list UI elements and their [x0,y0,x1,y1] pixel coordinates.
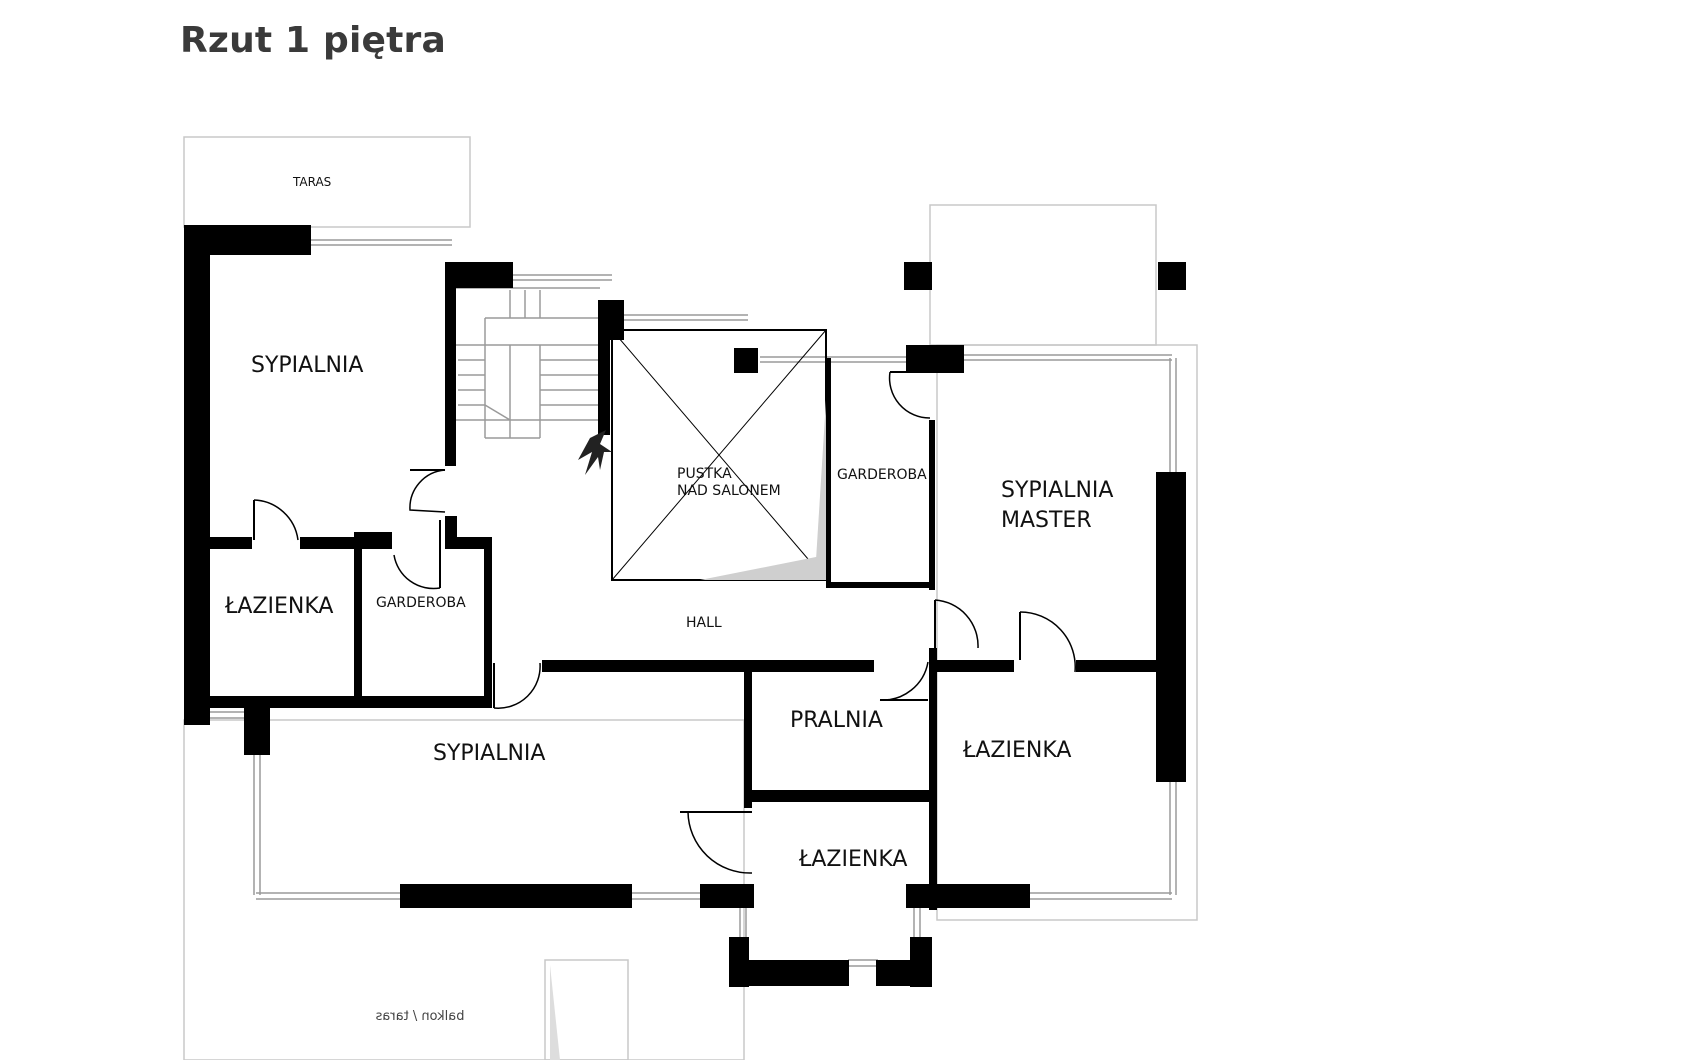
outer-outlines [183,136,1198,1060]
windows [204,239,1177,967]
light-fixture-icon [578,430,612,475]
lazienka-right-label: ŁAZIENKA [962,738,1071,763]
doors [253,371,1076,874]
taras-label: TARAS [292,175,331,189]
sypialnia-master-label-line1: SYPIALNIA [1001,478,1113,503]
sypialnia-top-left-label: SYPIALNIA [251,353,363,378]
pustka-label-line2: NAD SALONEM [677,483,781,499]
balkon-label: balkon / taras [375,1009,464,1024]
void-over-living-room [611,329,827,581]
lazienka-left-label: ŁAZIENKA [224,594,333,619]
hall-label: HALL [686,615,722,631]
pralnia-label: PRALNIA [790,708,883,733]
staircase [455,287,600,439]
garderoba-center-label: GARDEROBA [837,467,927,483]
lazienka-bottom-label: ŁAZIENKA [798,847,907,872]
sypialnia-bottom-label: SYPIALNIA [433,741,545,766]
pustka-label-line1: PUSTKA [677,466,732,482]
garderoba-left-label: GARDEROBA [376,595,466,611]
page-title: Rzut 1 piętra [180,20,447,61]
sypialnia-master-label-line2: MASTER [1001,508,1092,533]
walls [184,225,1186,987]
